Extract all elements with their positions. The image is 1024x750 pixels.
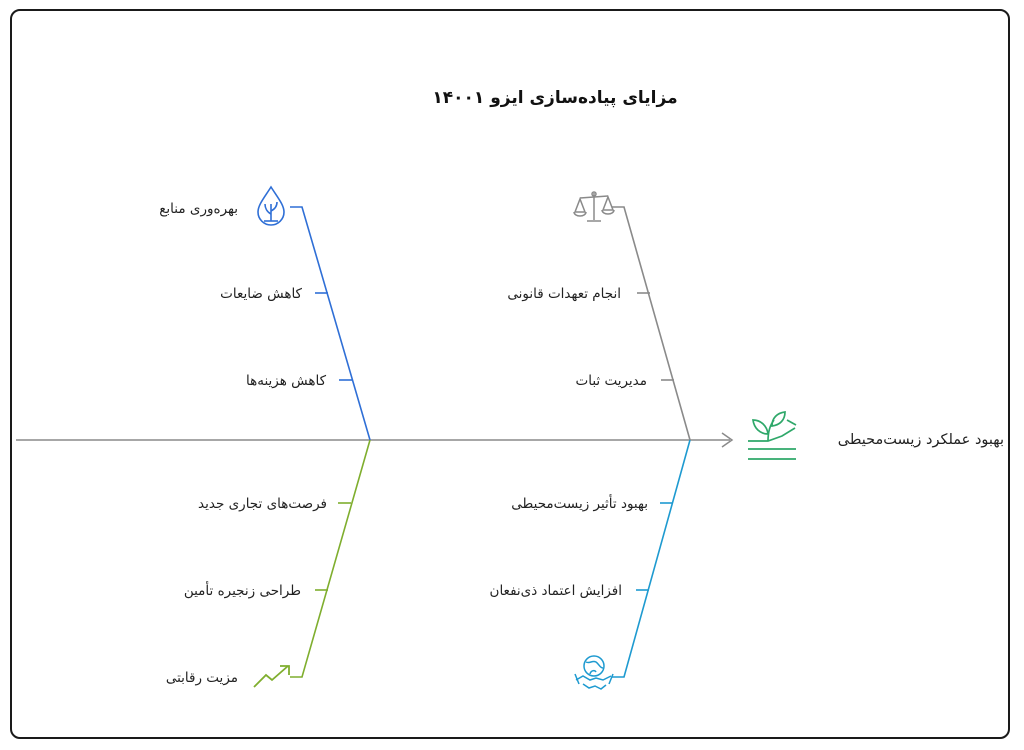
branch-bottom-left-tail-label: مزیت رقابتی <box>165 670 238 686</box>
balance-scale-icon <box>573 191 615 222</box>
branch-bottom-left-item: فرصت‌های تجاری جدید <box>198 496 327 512</box>
branch-bottom-left <box>290 439 371 678</box>
branch-top-left-item: کاهش ضایعات <box>220 286 302 302</box>
trend-up-icon <box>253 665 290 688</box>
branch-top-right <box>612 206 691 441</box>
head-label: بهبود عملکرد زیست‌محیطی <box>837 432 1004 448</box>
branch-line <box>290 439 371 678</box>
branch-bottom-right-item: بهبود تأثیر زیست‌محیطی <box>511 496 648 512</box>
branch-line <box>290 206 371 441</box>
branch-top-left-head-label: بهره‌وری منابع <box>159 201 238 217</box>
spine-arrowhead <box>721 432 734 448</box>
globe-handshake-icon <box>574 655 614 690</box>
branch-bottom-right <box>612 439 691 678</box>
branch-bottom-right-item: افزایش اعتماد ذی‌نفعان <box>489 583 622 599</box>
branch-line <box>612 206 691 441</box>
plant-hand-icon <box>748 411 797 460</box>
diagram-title: مزایای پیاده‌سازی ایزو ۱۴۰۰۱ <box>432 88 678 108</box>
branch-line <box>612 439 691 678</box>
diagram-frame <box>10 9 1010 739</box>
branch-top-right-item: مدیریت ثبات <box>575 373 647 389</box>
branch-top-left-item: کاهش هزینه‌ها <box>245 373 326 389</box>
water-drop-plant-icon <box>257 185 285 226</box>
branch-top-left <box>290 206 371 441</box>
branch-bottom-left-item: طراحی زنجیره تأمین <box>183 583 301 599</box>
branch-top-right-item: انجام تعهدات قانونی <box>507 286 621 302</box>
